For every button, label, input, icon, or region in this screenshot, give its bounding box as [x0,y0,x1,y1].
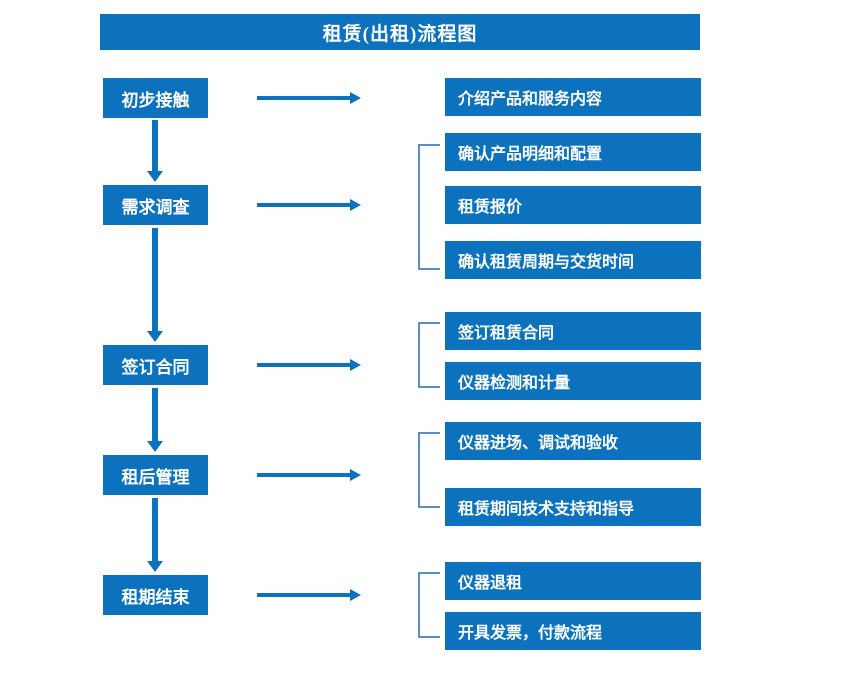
detail-box-sign-rental-contract[interactable]: 签订租赁合同 [445,312,701,350]
detail-box-confirm-specs[interactable]: 确认产品明细和配置 [445,133,701,171]
arrow-down-icon [147,120,163,182]
detail-box-instrument-arrival[interactable]: 仪器进场、调试和验收 [445,422,701,460]
detail-box-technical-support[interactable]: 租赁期间技术支持和指导 [445,488,701,526]
arrow-right-icon [257,359,361,371]
stage-box-post-rental[interactable]: 租后管理 [103,455,208,495]
arrow-down-icon [147,228,163,342]
arrow-right-icon [257,469,361,481]
bracket-icon [418,322,440,388]
detail-box-invoice-payment[interactable]: 开具发票，付款流程 [445,612,701,650]
page-title: 租赁(出租)流程图 [100,14,700,50]
stage-box-rental-end[interactable]: 租期结束 [103,575,208,615]
detail-box-instrument-testing[interactable]: 仪器检测和计量 [445,362,701,400]
stage-box-initial-contact[interactable]: 初步接触 [103,78,208,118]
detail-box-instrument-return[interactable]: 仪器退租 [445,562,701,600]
detail-box-introduce-products[interactable]: 介绍产品和服务内容 [445,78,701,116]
detail-box-confirm-period[interactable]: 确认租赁周期与交货时间 [445,241,701,279]
stage-box-sign-contract[interactable]: 签订合同 [103,345,208,385]
stage-box-needs-survey[interactable]: 需求调查 [103,185,208,225]
arrow-right-icon [257,92,361,104]
arrow-down-icon [147,498,163,572]
detail-box-rental-quote[interactable]: 租赁报价 [445,186,701,224]
bracket-icon [418,144,440,270]
arrow-down-icon [147,388,163,452]
bracket-icon [418,572,440,638]
bracket-icon [418,432,440,508]
arrow-right-icon [257,199,361,211]
arrow-right-icon [257,589,361,601]
